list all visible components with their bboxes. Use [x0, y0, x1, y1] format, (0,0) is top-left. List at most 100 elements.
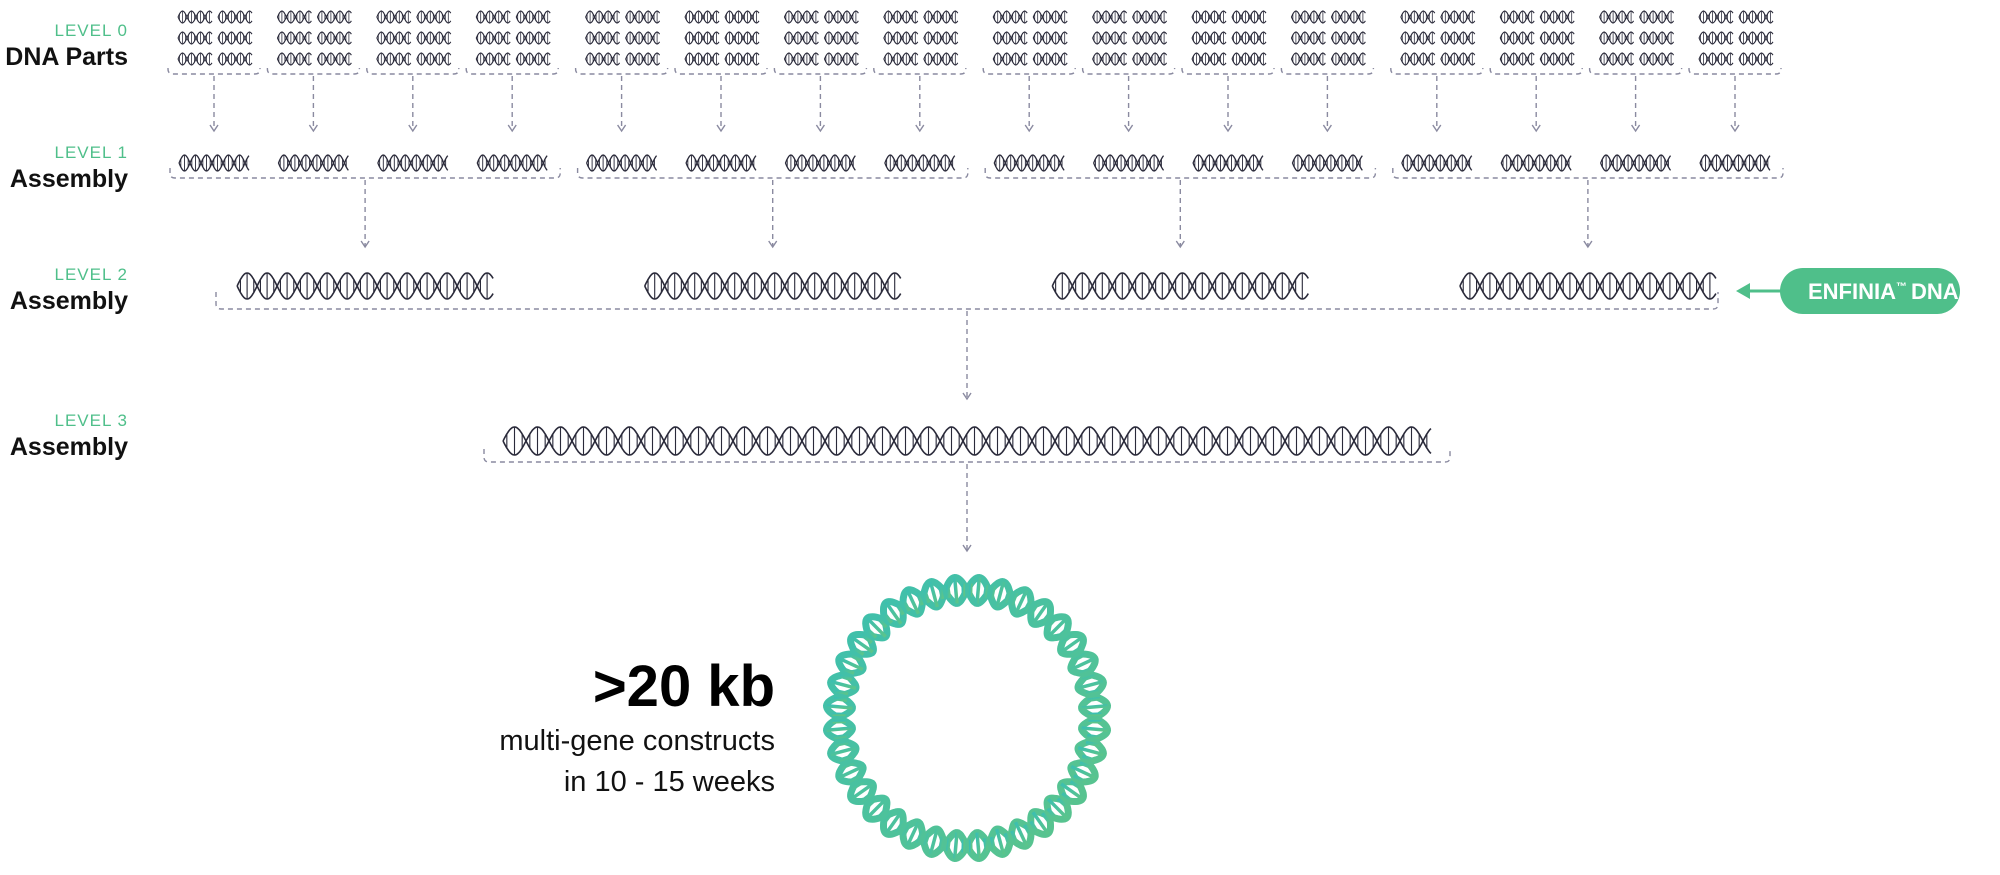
level-1-bracket: [1392, 168, 1784, 179]
dna-part-icon: [376, 10, 412, 24]
plasmid-rung: [1023, 598, 1033, 612]
dna-part-group: [1081, 10, 1176, 75]
plasmid-rung: [882, 611, 894, 624]
dna-part-group: [1280, 10, 1375, 75]
dna-part-icon: [1132, 10, 1168, 24]
dna-part-icon: [1698, 52, 1734, 66]
level-0-bracket: [574, 68, 669, 75]
plasmid-rung: [1010, 830, 1019, 844]
result-headline: >20 kb: [593, 654, 775, 719]
level-0-arrow: [1024, 76, 1034, 133]
dna-part-icon: [783, 31, 819, 45]
plasmid-rung: [850, 782, 874, 801]
level-0-parts-row: [167, 10, 1782, 75]
dna-part-icon: [515, 31, 551, 45]
level-2-tag: LEVEL 2: [55, 265, 128, 284]
plasmid-rung: [905, 821, 920, 847]
dna-part-icon: [1290, 31, 1326, 45]
level-0-arrow: [1432, 76, 1442, 133]
plasmid-rung: [841, 761, 855, 770]
dna-part-icon: [585, 31, 621, 45]
plasmid-rung: [860, 633, 873, 645]
dna-part-icon: [1400, 10, 1436, 24]
plasmid-rung: [989, 836, 996, 851]
plasmid-rung: [884, 601, 903, 625]
dna-part-icon: [1738, 31, 1774, 45]
dna-part-icon: [316, 52, 352, 66]
level-0-arrow: [1631, 76, 1641, 133]
plasmid-rung: [1031, 601, 1050, 625]
plasmid-rung: [847, 774, 861, 784]
dna-part-group: [366, 10, 460, 75]
dna-part-icon: [823, 10, 859, 24]
dna-part-icon: [1400, 31, 1436, 45]
level-0-bracket: [1688, 68, 1782, 75]
plasmid-rung: [1040, 812, 1052, 825]
plasmid-rung: [1056, 797, 1069, 809]
plasmid-rung: [865, 797, 878, 809]
dna-part-group: [674, 10, 768, 75]
plasmid-rung: [1014, 821, 1029, 847]
plasmid-rung: [834, 740, 849, 747]
level-1-bracket: [169, 168, 561, 179]
plasmid-rung: [901, 598, 911, 612]
dna-part-icon: [177, 52, 213, 66]
level-0-arrow: [507, 76, 517, 133]
level-2-assembly-row: [215, 272, 1719, 310]
plasmid-rung: [1061, 633, 1074, 645]
plasmid-rung: [1086, 733, 1101, 740]
level-1-helix-icon: [586, 154, 658, 172]
dna-part-icon: [684, 52, 720, 66]
plasmid-rung: [866, 798, 887, 819]
level-3-helix-icon: [502, 426, 1432, 456]
level-0-arrow: [716, 76, 726, 133]
dna-part-icon: [475, 31, 511, 45]
plasmid-rung: [1061, 791, 1074, 803]
plasmid-rung: [838, 656, 864, 671]
dna-part-group: [465, 10, 559, 75]
dna-part-icon: [1231, 10, 1267, 24]
level-1-helix-icon: [1600, 154, 1672, 172]
plasmid-rung: [1070, 765, 1096, 780]
plasmid-rung: [1046, 807, 1058, 820]
plasmid-rung: [1073, 774, 1087, 784]
dna-part-icon: [684, 31, 720, 45]
plasmid-rung: [850, 635, 874, 654]
plasmid-rung: [838, 674, 853, 682]
result-line-1: multi-gene constructs: [499, 725, 775, 757]
plasmid-rung: [1040, 611, 1052, 624]
plasmid-rung: [928, 828, 939, 855]
dna-part-group: [1390, 10, 1484, 75]
dna-part-icon: [724, 31, 760, 45]
plasmid-rung: [1029, 820, 1040, 834]
plasmid-rung: [1003, 589, 1011, 604]
dna-part-icon: [783, 10, 819, 24]
level-1-helix-icon: [884, 154, 956, 172]
dna-part-icon: [1639, 31, 1675, 45]
level-0-bracket: [1181, 68, 1275, 75]
level-0-arrow: [1124, 76, 1134, 133]
plasmid-rung: [1077, 679, 1104, 690]
badge-trademark: ™: [1896, 281, 1907, 293]
dna-part-group: [1181, 10, 1275, 75]
level-1-assembly-row: [169, 154, 1784, 179]
plasmid-rung: [995, 828, 1006, 855]
dna-part-icon: [724, 10, 760, 24]
level-0-bracket: [1390, 68, 1484, 75]
plasmid-rung: [876, 616, 888, 629]
dna-part-icon: [316, 10, 352, 24]
plasmid-rung: [975, 577, 982, 604]
plasmid-rung: [1046, 616, 1058, 629]
dna-part-icon: [1499, 31, 1535, 45]
dna-part-icon: [992, 52, 1028, 66]
level-1-arrow: [360, 180, 370, 249]
dna-part-icon: [1290, 10, 1326, 24]
plasmid-rung: [938, 836, 945, 851]
level-0-arrow: [1730, 76, 1740, 133]
plasmid-rung: [923, 832, 931, 847]
level-1-helix-icon: [1093, 154, 1165, 172]
dna-part-icon: [1092, 10, 1128, 24]
dna-part-icon: [625, 31, 661, 45]
dna-part-icon: [1400, 52, 1436, 66]
